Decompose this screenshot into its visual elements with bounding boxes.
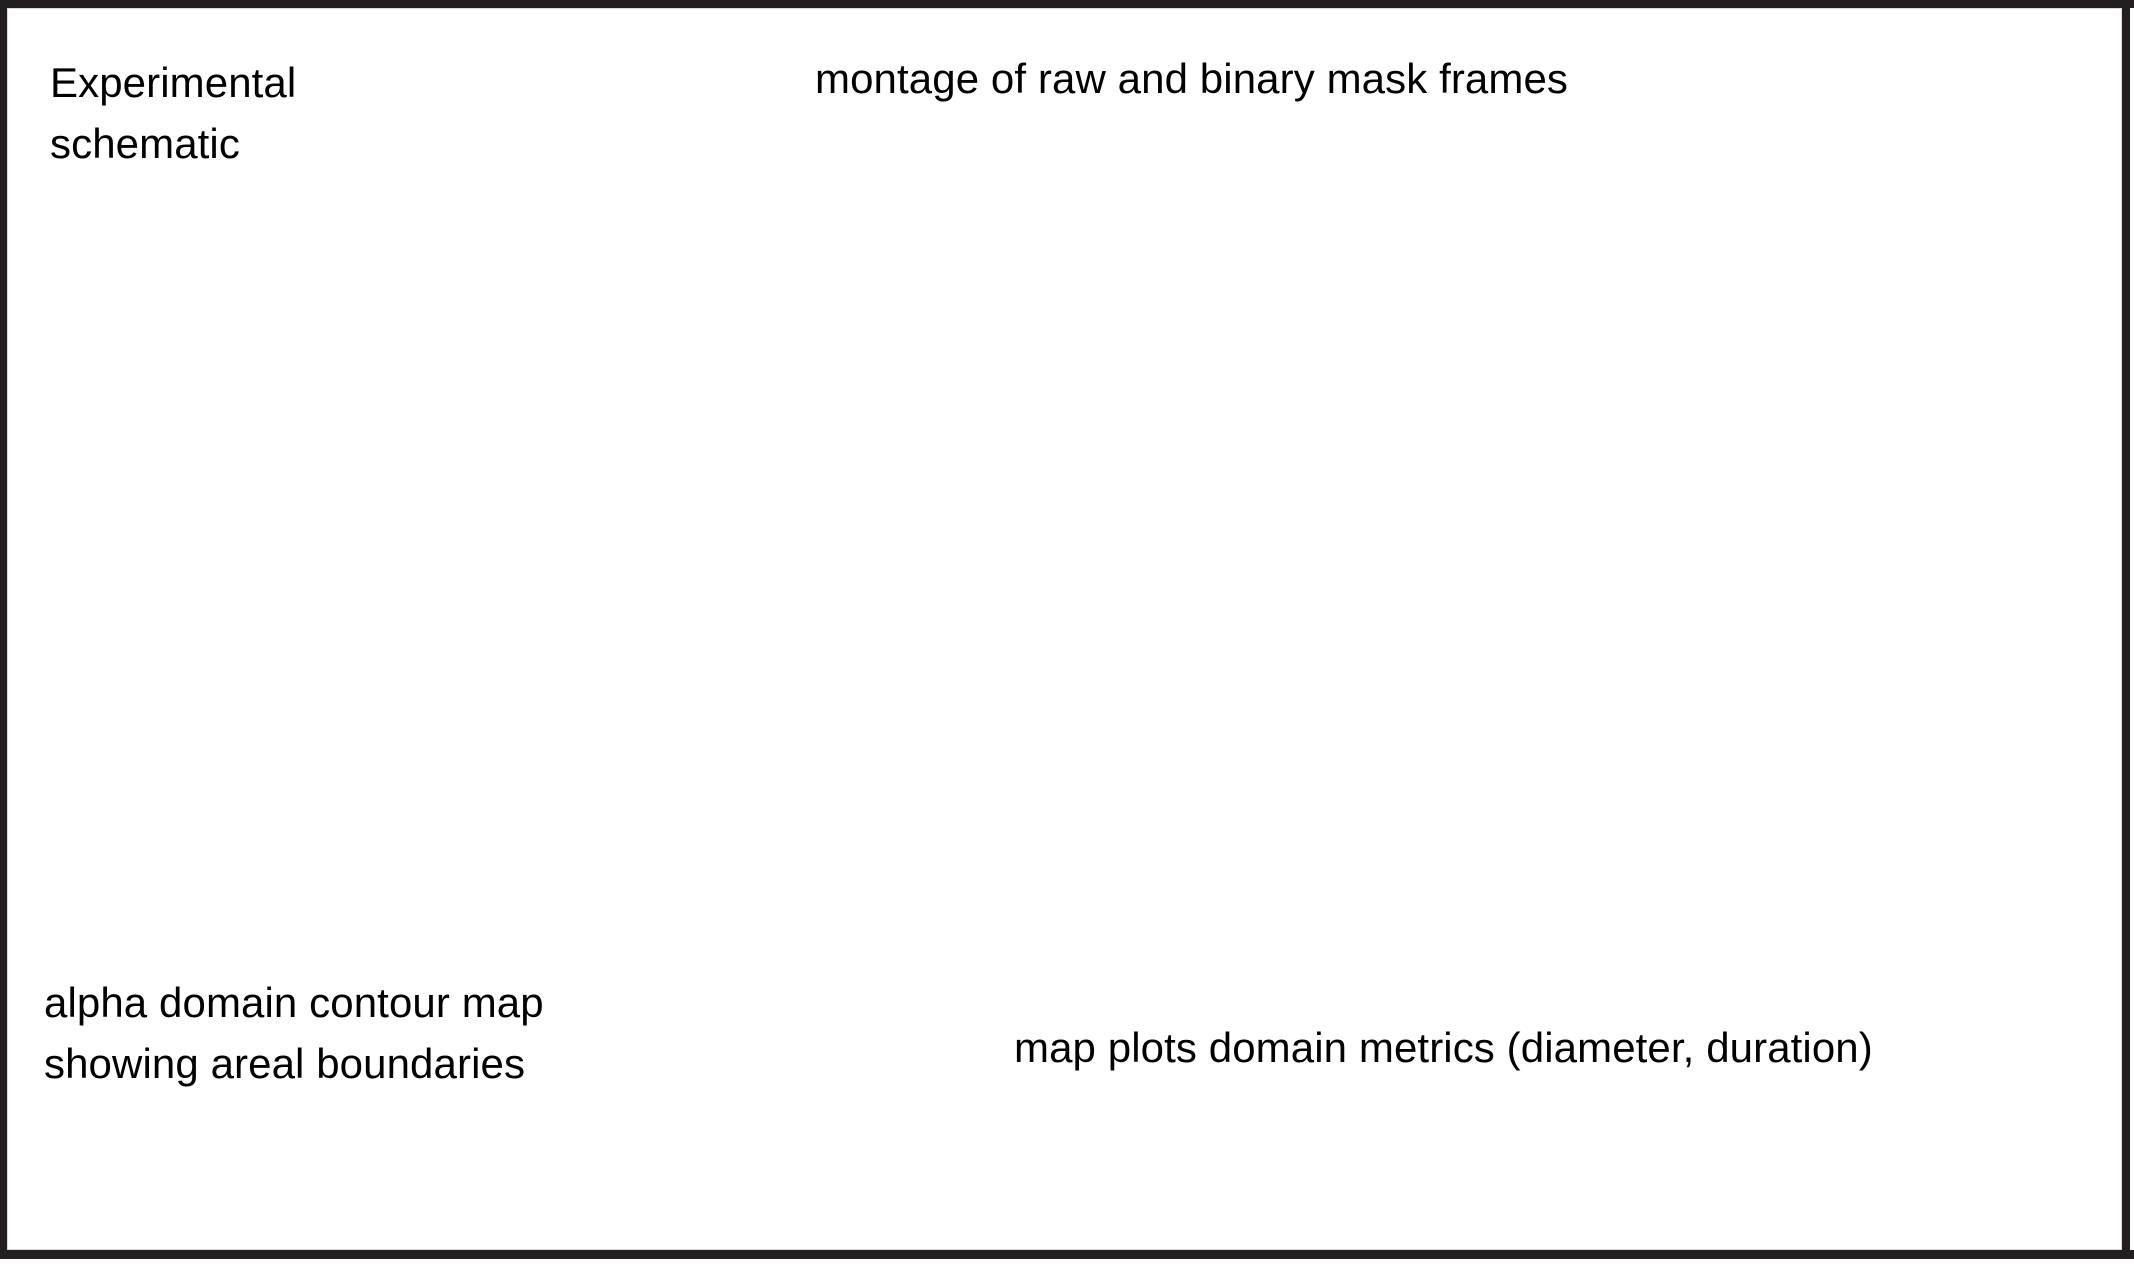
panel-caption-domain-metrics-map: map plots domain metrics (diameter, dura… bbox=[1014, 1024, 1873, 1071]
figure-border-left bbox=[0, 0, 7, 1259]
panel-caption-alpha-domain-contour-map: alpha domain contour map showing areal b… bbox=[44, 979, 544, 1087]
figure-border-right bbox=[2122, 0, 2130, 1259]
panel-caption-experimental-schematic: Experimental schematic bbox=[50, 59, 297, 167]
figure-border-bottom bbox=[0, 1250, 2134, 1259]
figure-plot-area bbox=[8, 9, 2121, 1249]
figure-border-top bbox=[0, 0, 2134, 8]
panel-caption-montage-raw-binary-mask-frames: montage of raw and binary mask frames bbox=[815, 55, 1569, 102]
